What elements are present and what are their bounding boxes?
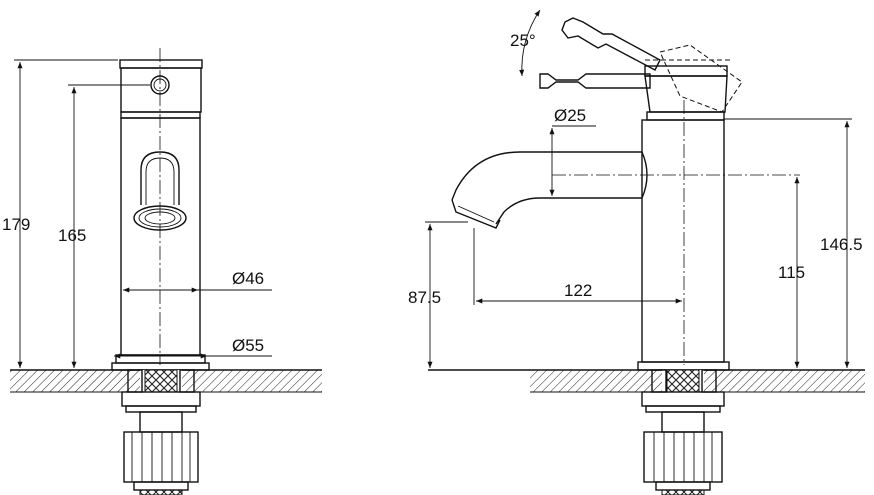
mounting-fittings-side [641,369,725,495]
dim-spout-diameter: Ø25 [554,106,586,125]
mounting-fittings-front [121,369,201,495]
dim-body-diameter: Ø46 [232,269,264,288]
side-view: 25° [408,9,865,495]
dim-total-height: 179 [2,215,30,234]
dim-outlet-height: 87.5 [408,288,441,307]
dim-lever-height: 165 [58,226,86,245]
faucet-body-front [111,111,210,371]
dim-body-height: 146.5 [820,235,863,254]
front-view: 179 165 Ø46 Ø55 [2,48,322,495]
lever-handle-raised [561,17,743,113]
faucet-body-side [637,111,730,371]
dim-spout-height: 115 [778,263,805,282]
spout-side [451,151,800,229]
dim-lever-angle: 25° [510,31,536,50]
dim-base-diameter: Ø55 [232,336,264,355]
handle-cap-front [119,59,203,113]
dim-spout-reach: 122 [564,281,592,300]
